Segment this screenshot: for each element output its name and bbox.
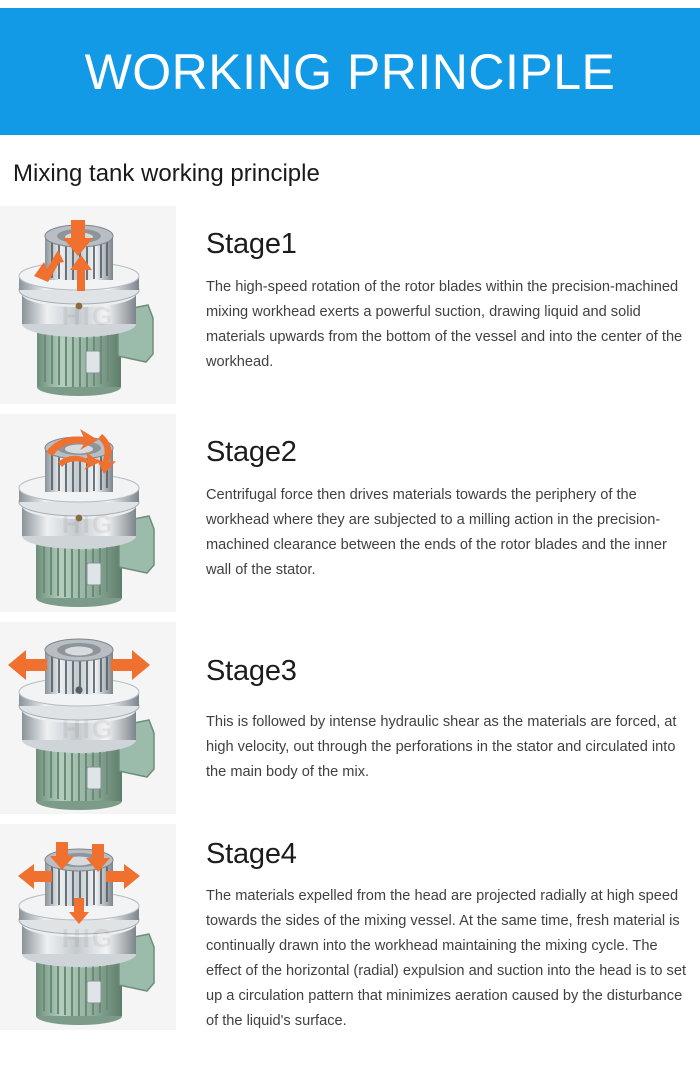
stage-4-title: Stage4 [206,838,297,870]
centrifugal-arrow [46,429,116,474]
page-banner: WORKING PRINCIPLE [0,8,700,135]
stage-2-title: Stage2 [206,436,297,468]
stage-row: HIG Stage4 The materials expelled from t… [0,824,700,1034]
stage-2-body: Centrifugal force then drives materials … [206,487,667,579]
stage-row: HIG Stage1 The high-speed rotation of th… [0,206,700,404]
stage-row: HIG Stage2 Centrifugal force then drives… [0,414,700,612]
radial-arrow-left [8,650,47,680]
mixer-illustration-stage-1 [18,220,154,396]
radial-arrow-right [111,650,150,680]
stage-list: HIG Stage1 The high-speed rotation of th… [0,206,700,1044]
stage-4-body: The materials expelled from the head are… [206,888,686,1030]
section-heading: Mixing tank working principle [13,160,320,187]
stage-1-title: Stage1 [206,228,297,260]
stage-3-image: HIG [0,622,176,814]
radial-arrow-right [106,864,140,889]
stage-row: HIG Stage3 This is followed by intense h… [0,622,700,814]
stage-2-text: Stage2 Centrifugal force then drives mat… [176,414,700,583]
stage-3-body: This is followed by intense hydraulic sh… [206,714,677,781]
stage-1-body: The high-speed rotation of the rotor bla… [206,279,683,371]
stage-3-text: Stage3 This is followed by intense hydra… [176,622,700,785]
radial-arrow-left [18,864,52,889]
stage-1-text: Stage1 The high-speed rotation of the ro… [176,206,700,375]
page-title: WORKING PRINCIPLE [84,43,616,100]
mixer-illustration-stage-2 [18,429,155,607]
stage-4-text: Stage4 The materials expelled from the h… [176,824,700,1034]
stage-3-title: Stage3 [206,655,297,687]
suction-arrow [63,220,93,256]
stage-4-image: HIG [0,824,176,1030]
mixer-illustration-stage-3 [8,638,155,810]
stage-2-image: HIG [0,414,176,612]
suction-arrow [50,842,110,924]
mixer-illustration-stage-4 [18,842,155,1025]
stage-1-image: HIG [0,206,176,404]
